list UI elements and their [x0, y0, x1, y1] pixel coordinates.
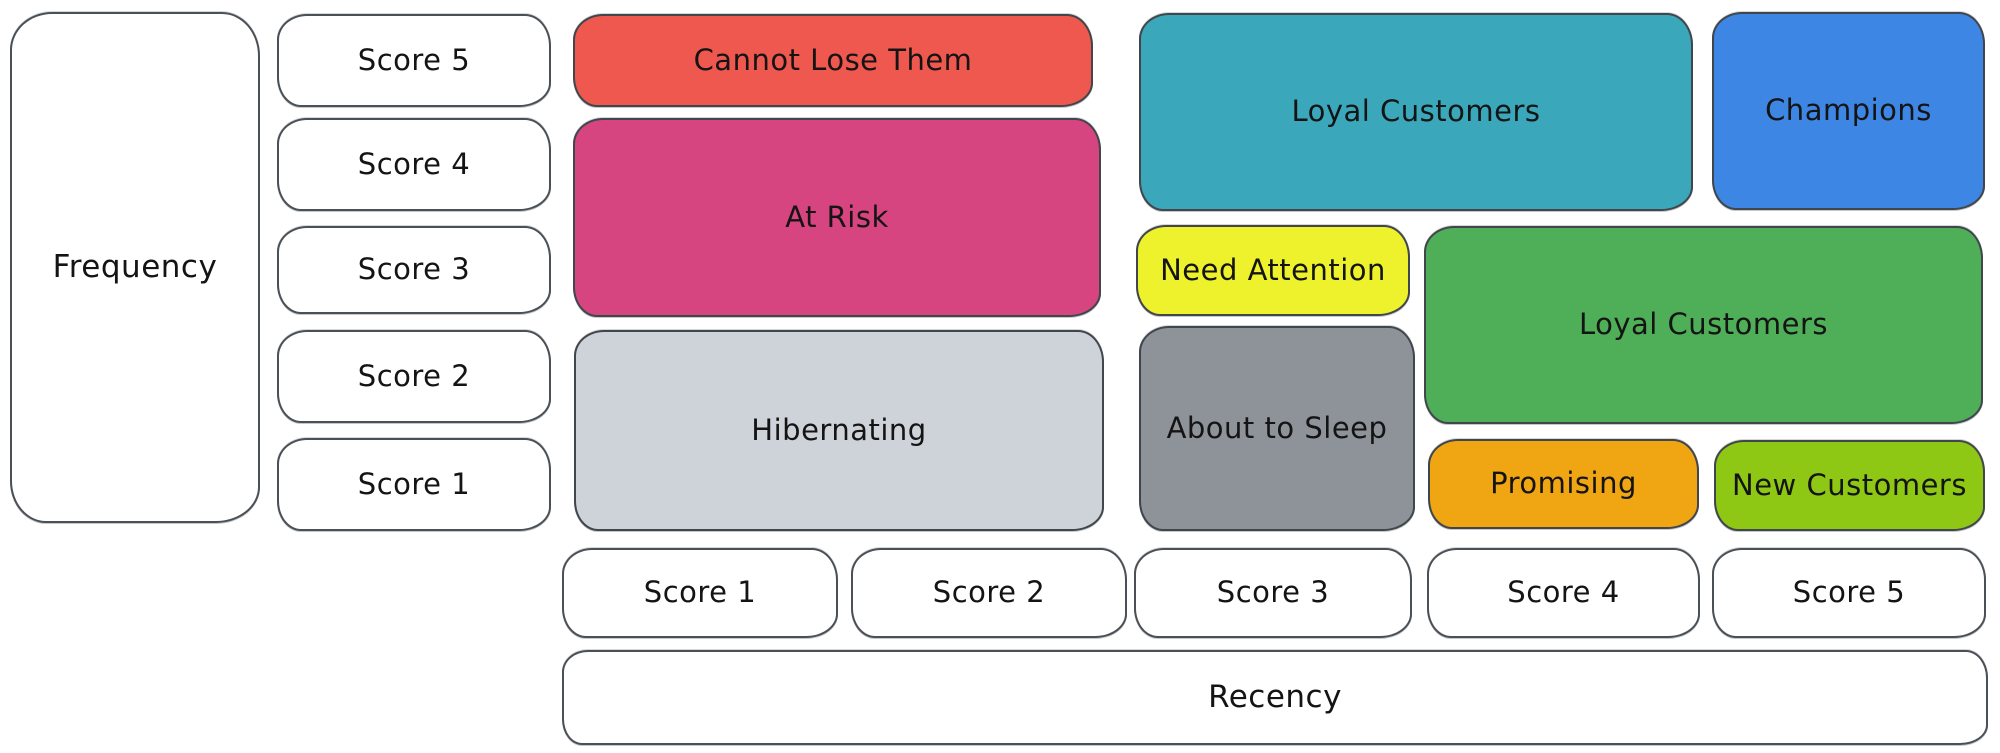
frequency-score-1-box: Score 1: [277, 438, 551, 531]
frequency-score-5-label: Score 5: [357, 42, 471, 77]
recency-score-5-label: Score 5: [1792, 575, 1906, 610]
segment-cannot-lose-them: Cannot Lose Them: [573, 14, 1093, 107]
segment-promising: Promising: [1428, 439, 1699, 529]
frequency-score-4-box: Score 4: [277, 118, 551, 211]
recency-score-3-box: Score 3: [1134, 548, 1412, 638]
frequency-axis-label: Frequency: [52, 249, 218, 286]
frequency-score-5-box: Score 5: [277, 14, 551, 107]
segment-hibernating: Hibernating: [574, 330, 1104, 531]
recency-score-1-label: Score 1: [643, 575, 757, 610]
recency-axis-label-box: Recency: [562, 650, 1988, 745]
segment-about-to-sleep-label: About to Sleep: [1166, 410, 1388, 445]
frequency-score-3-box: Score 3: [277, 226, 551, 314]
segment-champions-label: Champions: [1765, 93, 1932, 128]
segment-loyal-customers-lower-label: Loyal Customers: [1578, 307, 1829, 342]
segment-hibernating-label: Hibernating: [751, 412, 927, 447]
recency-score-5-box: Score 5: [1712, 548, 1986, 638]
recency-score-2-label: Score 2: [932, 575, 1046, 610]
segment-loyal-customers-lower: Loyal Customers: [1424, 226, 1983, 424]
segment-loyal-customers-upper-label: Loyal Customers: [1291, 94, 1541, 129]
segment-promising-label: Promising: [1490, 466, 1637, 501]
segment-loyal-customers-upper: Loyal Customers: [1139, 13, 1693, 211]
frequency-score-2-box: Score 2: [277, 330, 551, 423]
recency-score-3-label: Score 3: [1216, 575, 1330, 610]
segment-cannot-lose-them-label: Cannot Lose Them: [693, 42, 973, 77]
recency-score-4-box: Score 4: [1427, 548, 1700, 638]
segment-champions: Champions: [1712, 12, 1985, 210]
recency-score-4-label: Score 4: [1507, 575, 1620, 610]
frequency-score-2-label: Score 2: [357, 358, 471, 393]
segment-need-attention-label: Need Attention: [1160, 252, 1386, 287]
segment-new-customers: New Customers: [1714, 440, 1985, 531]
frequency-axis-label-box: Frequency: [10, 12, 260, 523]
segment-at-risk: At Risk: [573, 118, 1101, 317]
segment-at-risk-label: At Risk: [785, 199, 889, 234]
frequency-score-3-label: Score 3: [357, 252, 471, 287]
recency-score-1-box: Score 1: [562, 548, 838, 638]
segment-new-customers-label: New Customers: [1732, 467, 1967, 502]
frequency-score-4-label: Score 4: [357, 146, 471, 181]
segment-about-to-sleep: About to Sleep: [1139, 326, 1415, 531]
recency-score-2-box: Score 2: [851, 548, 1127, 638]
recency-axis-label: Recency: [1208, 679, 1342, 716]
frequency-score-1-label: Score 1: [357, 466, 471, 501]
segment-need-attention: Need Attention: [1136, 225, 1410, 316]
